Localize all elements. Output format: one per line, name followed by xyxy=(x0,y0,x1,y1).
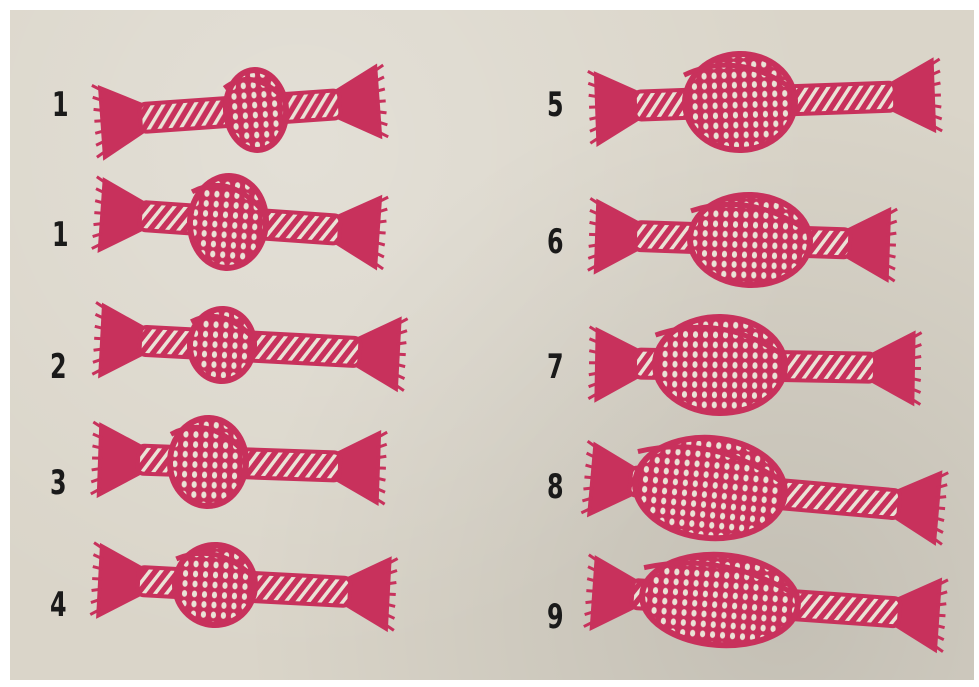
knot-drawing-right-1 xyxy=(587,47,942,155)
knot-drawing-left-2 xyxy=(91,167,389,279)
rope-fray-strand xyxy=(93,223,103,226)
rope-fray-strand xyxy=(931,105,941,107)
rope-fray-strand xyxy=(396,354,406,355)
rope-fray-strand xyxy=(94,348,104,351)
rope-fray-strand xyxy=(911,356,921,358)
rope-segment-right xyxy=(244,573,350,606)
rope-fray-strand xyxy=(396,342,406,345)
rope-fray-strand xyxy=(935,615,945,616)
knot-drawing-right-4 xyxy=(580,427,949,558)
rope-fray-strand xyxy=(94,121,104,122)
knot-drawing-left-5 xyxy=(90,539,398,635)
knot-drawing-left-4 xyxy=(91,414,388,512)
knot-drawing-right-3 xyxy=(588,315,922,417)
rope-fray-strand xyxy=(376,220,386,223)
rope-fray-strand xyxy=(92,579,102,580)
knot-drawing-left-1 xyxy=(92,61,389,161)
rope-fray-strand xyxy=(584,477,594,478)
rope-fray-strand xyxy=(911,378,921,380)
knot-drawing-right-5 xyxy=(583,546,948,661)
rope-fray-strand xyxy=(589,95,599,97)
rope-fray-strand xyxy=(589,351,599,353)
knot-drawing-left-3 xyxy=(92,300,408,394)
rope-fray-strand xyxy=(589,244,599,246)
rope-segment-right xyxy=(774,480,901,519)
rope-fray-strand xyxy=(583,487,593,490)
rope-fray-strand xyxy=(585,601,595,604)
rope-fray-strand xyxy=(936,496,946,499)
rope-fray-strand xyxy=(586,591,596,592)
rope-fray-strand xyxy=(376,232,386,233)
rope-segment-right xyxy=(243,332,360,366)
rope-fray-strand xyxy=(92,589,102,592)
rope-fray-strand xyxy=(936,603,946,606)
rope-fray-strand xyxy=(935,508,945,509)
rope-fray-strand xyxy=(386,582,396,585)
rope-fray-strand xyxy=(94,338,104,339)
rope-fray-strand xyxy=(589,373,599,375)
rope-fray-strand xyxy=(376,456,386,458)
rope-segment-right xyxy=(787,591,901,627)
rope-fray-strand xyxy=(94,109,104,112)
rope-segment-left xyxy=(139,97,237,132)
rope-fray-strand xyxy=(886,233,896,235)
rope-segment-right xyxy=(235,449,340,481)
rope-fray-strand xyxy=(94,213,104,214)
rope-segment-right xyxy=(784,83,895,115)
rope-fray-strand xyxy=(376,101,386,102)
knot-drawing-right-2 xyxy=(588,189,898,290)
rope-fray-strand xyxy=(376,111,386,114)
rope-fray-strand xyxy=(386,594,396,595)
rope-fray-strand xyxy=(92,468,102,470)
rope-segment-right xyxy=(775,352,875,382)
